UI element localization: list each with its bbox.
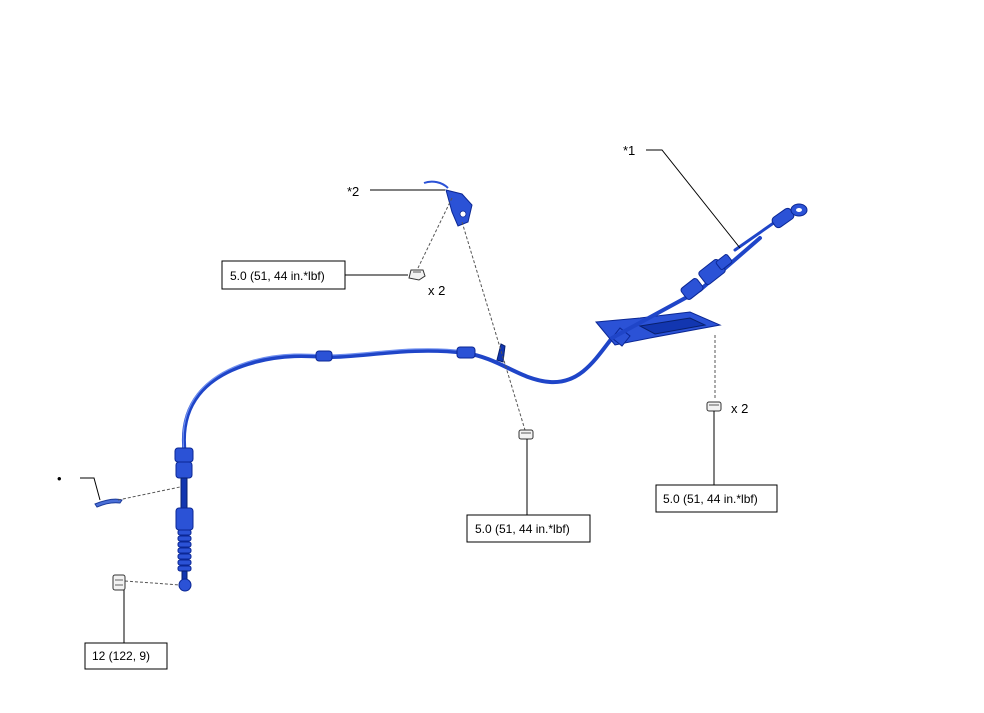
cable-bracket: [423, 180, 473, 227]
end-nut-torque-box: [84, 642, 168, 670]
center-nut-torque-box: [466, 514, 591, 543]
bracket-nut-torque-box: [221, 260, 346, 290]
center-nut-torque: 5.0 (51, 44 in.*lbf): [475, 522, 570, 536]
cable-shifter-end: [610, 203, 808, 340]
bracket-nut: [408, 269, 426, 281]
bracket-dash-line: [417, 197, 453, 269]
part1-callout: *1: [623, 143, 635, 158]
plate-nut-torque-box: [655, 484, 778, 513]
cable-clamp-left: [315, 350, 333, 362]
shift-lever-plate: [595, 311, 722, 347]
center-nut: [518, 429, 534, 440]
cable-boot: [177, 529, 192, 572]
bullet-leader: [80, 477, 101, 501]
plate-nut-quantity: x 2: [731, 401, 748, 416]
part2-callout: *2: [347, 184, 359, 199]
end-nut-dash-line: [124, 580, 181, 586]
cable-end-eye: [178, 578, 192, 592]
transmission-control-cable: [181, 336, 614, 457]
cable-transmission-end: [174, 447, 194, 592]
bracket-nut-quantity: x 2: [428, 283, 445, 298]
plate-nut-torque: 5.0 (51, 44 in.*lbf): [663, 492, 758, 506]
end-nut-torque: 12 (122, 9): [92, 649, 150, 663]
cable-clip: [496, 343, 506, 363]
retaining-clip: [94, 498, 123, 508]
end-nut: [112, 574, 126, 591]
cable-clamp-center: [456, 346, 476, 359]
clip-dash-line: [117, 486, 181, 501]
part1-leader: [646, 149, 741, 249]
bullet-callout: •: [57, 471, 62, 486]
plate-nut: [706, 401, 722, 412]
bracket-center-dash-line: [461, 221, 526, 431]
bracket-nut-torque: 5.0 (51, 44 in.*lbf): [230, 269, 325, 283]
